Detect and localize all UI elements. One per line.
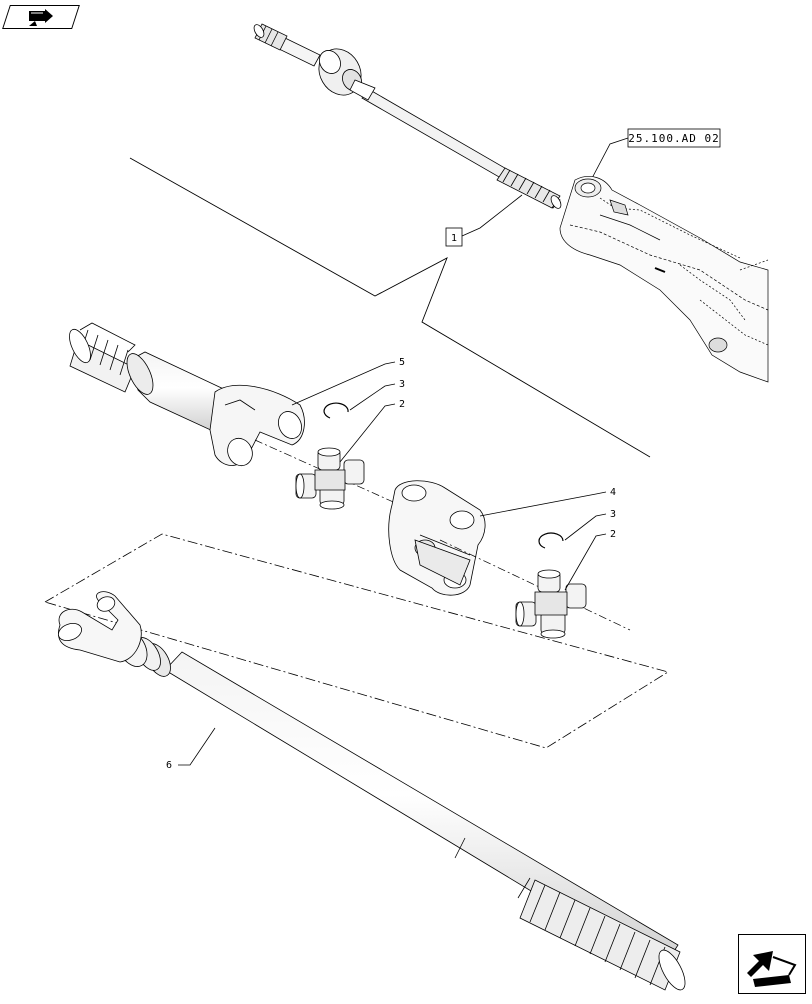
callout-3-lower: 3 bbox=[610, 509, 616, 520]
previous-page-button[interactable] bbox=[2, 5, 80, 29]
snap-ring-lower bbox=[538, 532, 564, 549]
callout-leaders bbox=[178, 361, 607, 766]
inner-spline bbox=[253, 23, 288, 51]
arrow-forward-icon bbox=[747, 951, 797, 987]
long-shaft-yoke-end bbox=[57, 591, 142, 663]
shaft-spline-end bbox=[496, 167, 562, 209]
complete-axle-shaft bbox=[253, 23, 562, 209]
index-label: 1 bbox=[451, 233, 457, 244]
next-page-button[interactable] bbox=[738, 934, 806, 994]
callout-5-upper: 5 bbox=[399, 357, 405, 368]
cross-joint-lower bbox=[515, 569, 587, 639]
cross-joint-upper bbox=[295, 447, 365, 510]
snap-ring-upper bbox=[323, 402, 349, 419]
callout-numbers: 5 3 2 4 3 2 6 bbox=[166, 357, 616, 771]
shaft-joint bbox=[318, 48, 376, 101]
callout-2-lower: 2 bbox=[610, 529, 616, 540]
long-shaft-yoke bbox=[57, 591, 686, 991]
reference-code-box[interactable]: 25.100.AD 02 bbox=[627, 128, 721, 148]
stub-spline bbox=[69, 322, 136, 393]
long-shaft-spline bbox=[519, 879, 686, 991]
stub-shaft-yoke bbox=[69, 322, 305, 467]
callout-6: 6 bbox=[166, 760, 172, 771]
callout-4: 4 bbox=[610, 487, 616, 498]
index-label-box: 1 bbox=[445, 227, 463, 247]
stub-yoke bbox=[209, 385, 305, 467]
callout-3-upper: 3 bbox=[399, 379, 405, 390]
callout-2-upper: 2 bbox=[399, 399, 405, 410]
center-double-yoke bbox=[388, 480, 486, 596]
axle-housing-reference bbox=[559, 176, 769, 383]
arrow-back-icon bbox=[29, 9, 53, 26]
reference-code-text[interactable]: 25.100.AD 02 bbox=[628, 132, 719, 145]
subassembly-boundary bbox=[43, 533, 669, 749]
explode-bracket bbox=[129, 157, 651, 458]
